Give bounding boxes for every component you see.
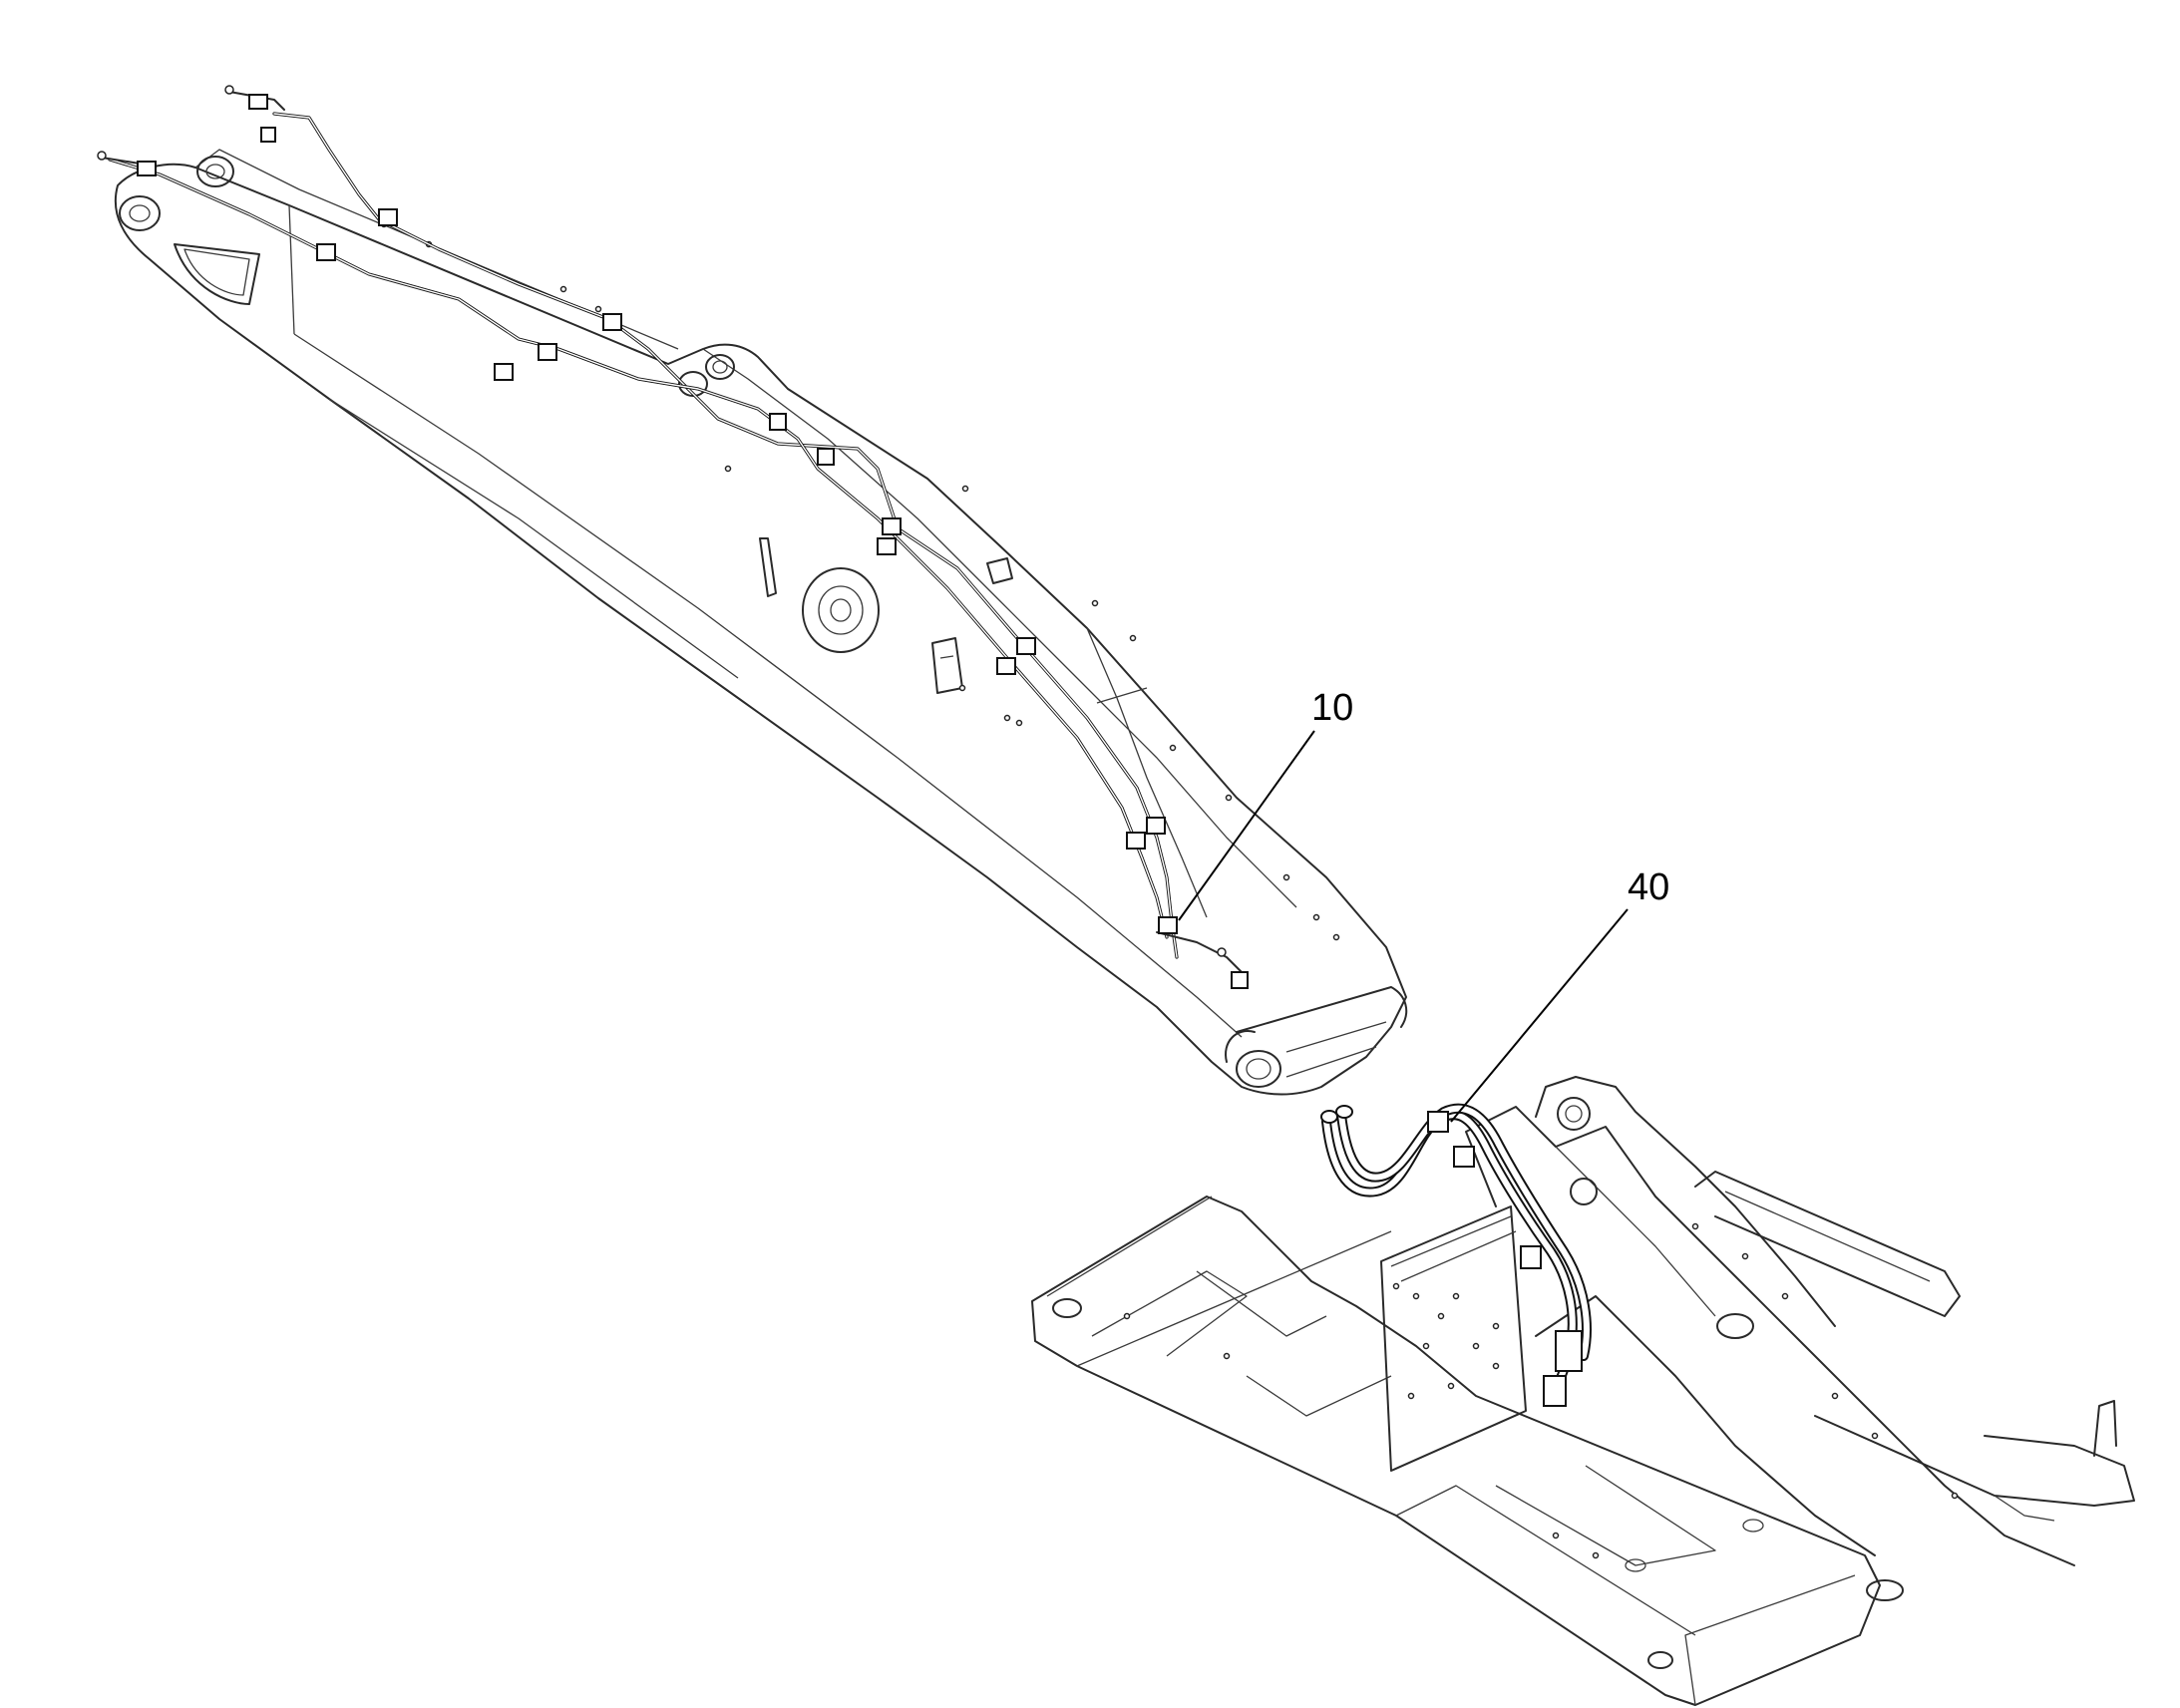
chassis-frame: [1031, 1076, 2135, 1706]
hose-clamps: [137, 94, 1249, 989]
callout-40: 40: [1450, 866, 1669, 1123]
callout-label-40: 40: [1628, 866, 1669, 908]
boom-arm: [114, 149, 1408, 1096]
callout-label-10: 10: [1311, 687, 1353, 729]
callout-10: 10: [1178, 687, 1353, 921]
chassis-hose-lines: [1320, 1103, 1592, 1407]
boom-hose-lines: [97, 85, 1249, 989]
